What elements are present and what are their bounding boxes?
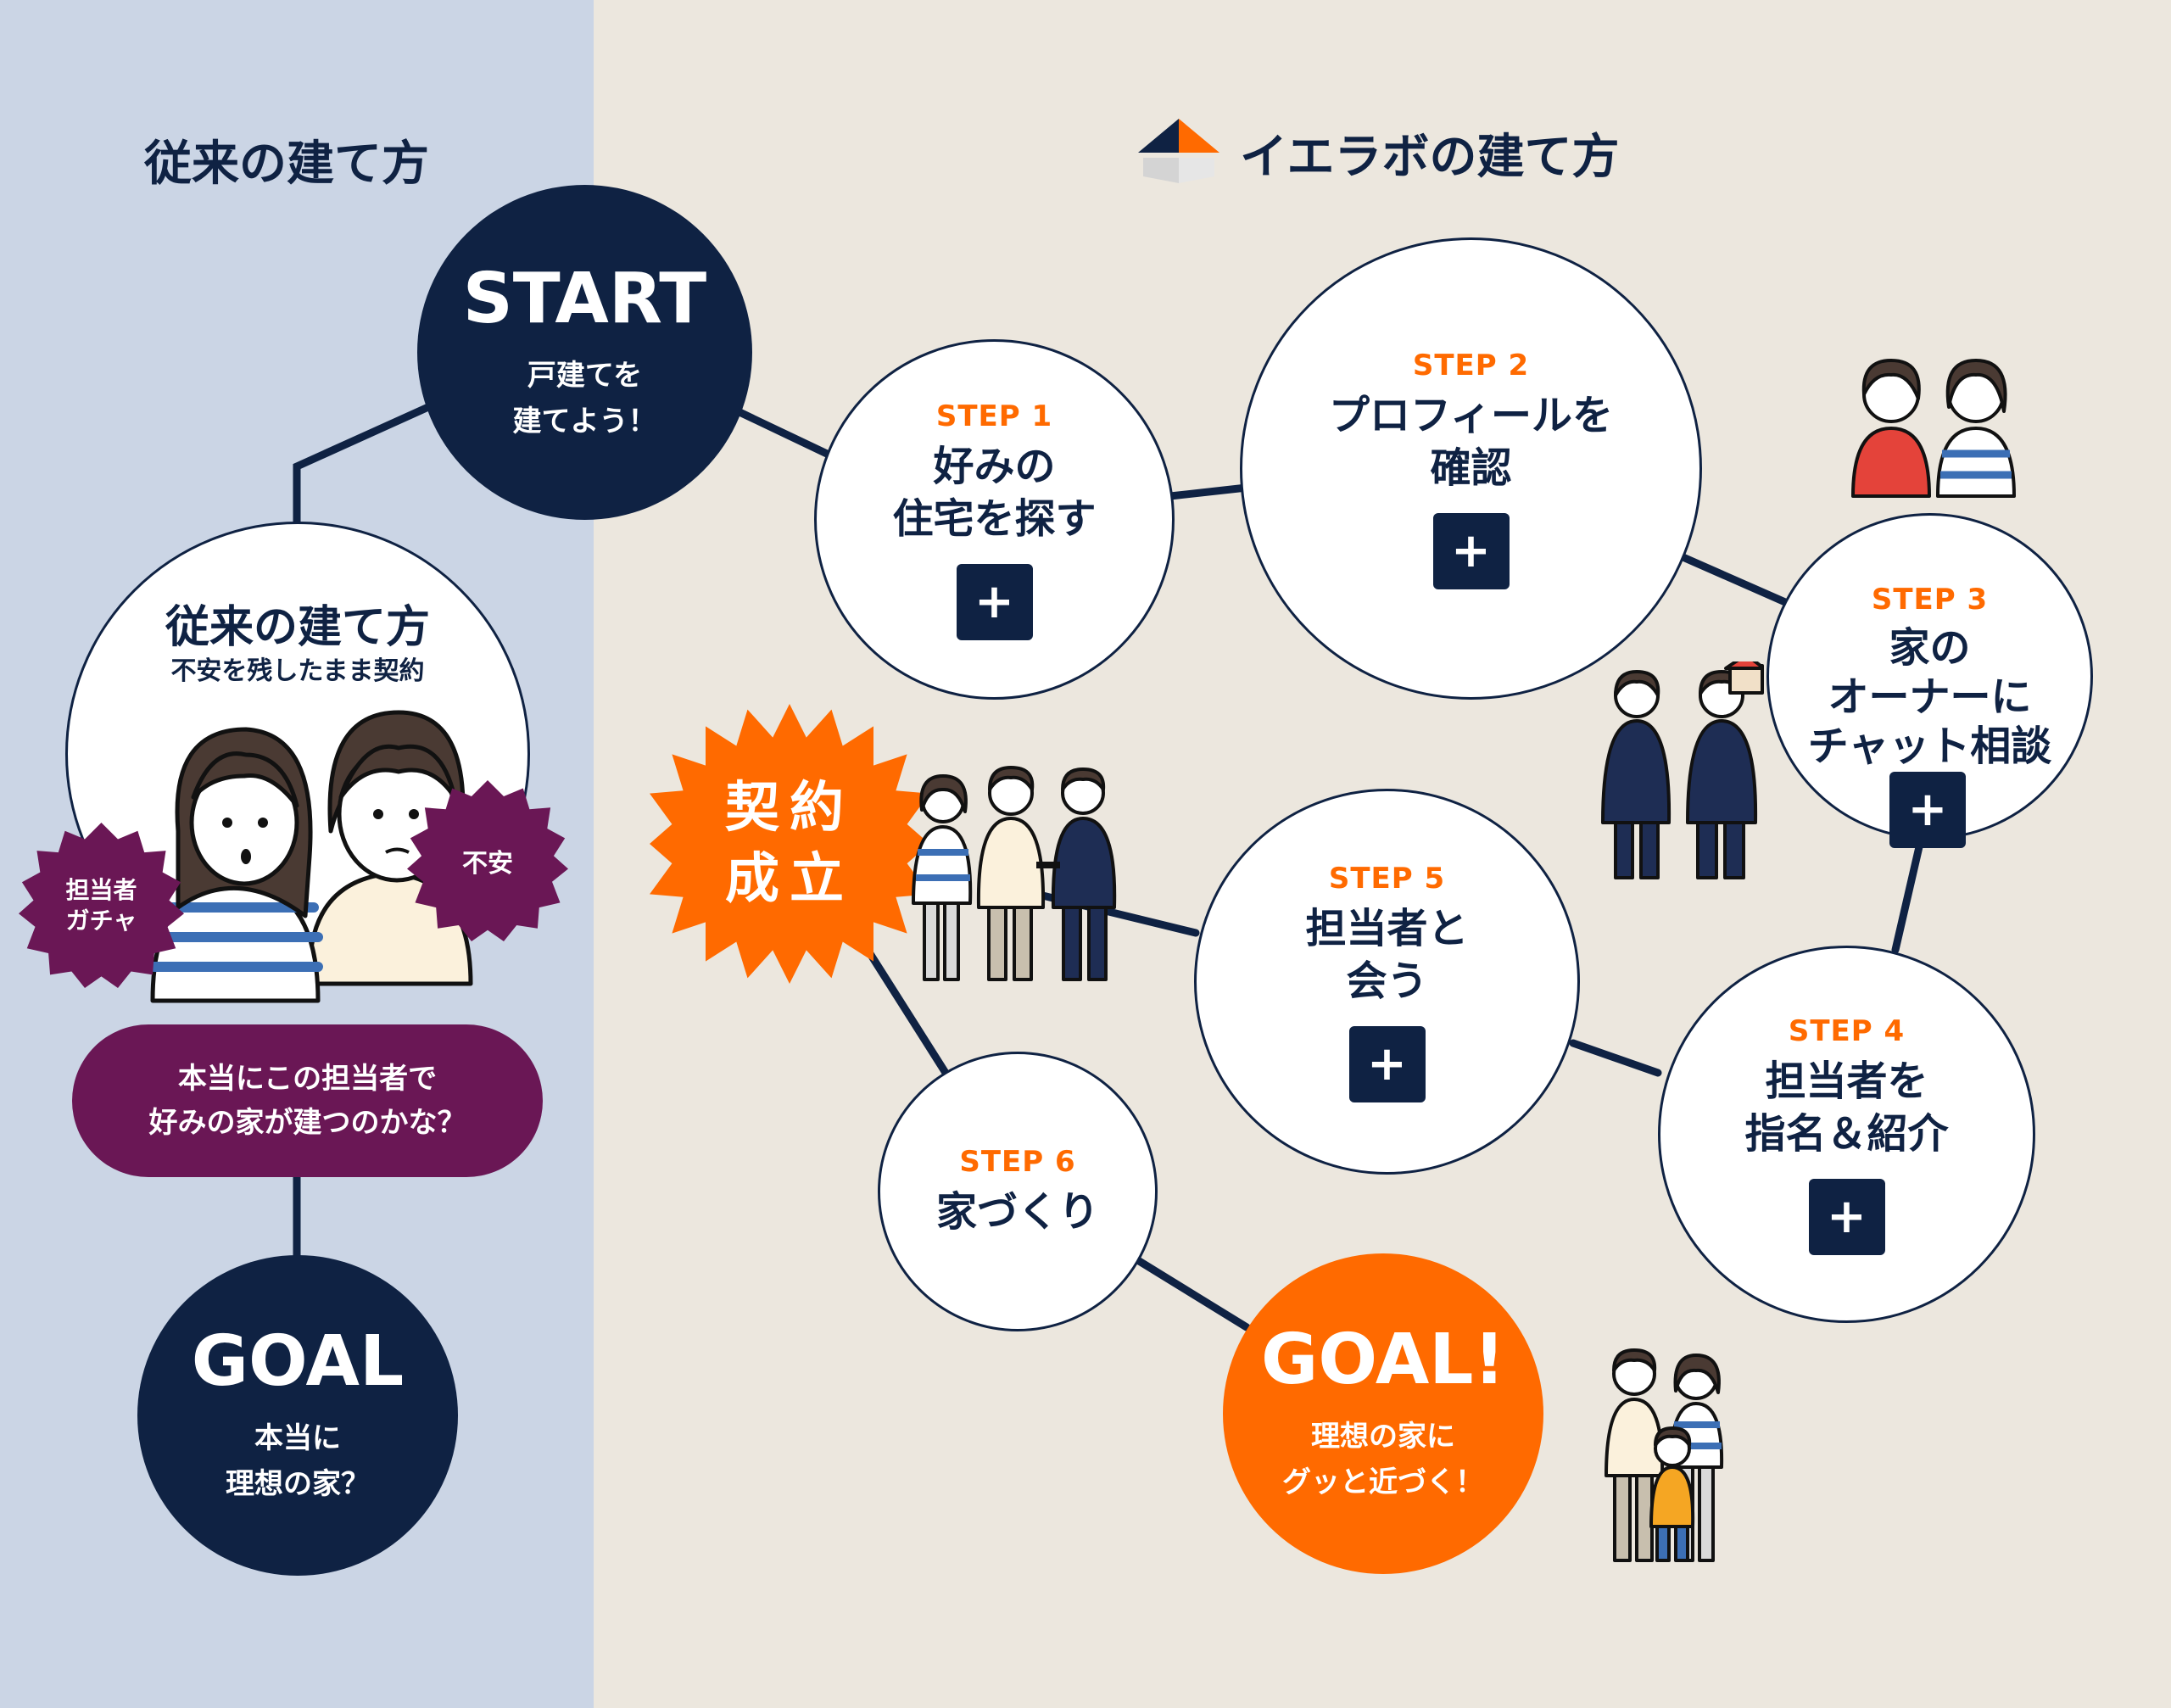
worry-line1: 本当にこの担当者で xyxy=(177,1062,438,1096)
start-line1: 戸建てを xyxy=(527,358,643,393)
worry-speech-cloud: 本当にこの担当者で 好みの家が建つのかな？ xyxy=(72,1024,543,1177)
step3-line2: オーナーに xyxy=(1828,673,2032,721)
house-logo-icon xyxy=(1138,119,1219,183)
contract-line1: 契約 xyxy=(725,777,854,840)
step2-label: STEP 2 xyxy=(1412,348,1530,382)
step4-label: STEP 4 xyxy=(1788,1013,1906,1048)
step5-expand-button[interactable]: + xyxy=(1348,1025,1426,1102)
step4-node: STEP 4 担当者を 指名＆紹介 + xyxy=(1658,946,2035,1323)
connector-contract-step6 xyxy=(861,941,950,1077)
step3-label: STEP 3 xyxy=(1871,582,1989,617)
step2-node: STEP 2 プロフィールを 確認 + xyxy=(1240,237,1702,700)
contract-line2: 成立 xyxy=(725,848,854,911)
right-goal-title: GOAL! xyxy=(1261,1320,1505,1400)
step3-line3: チャット相談 xyxy=(1807,722,2052,770)
connector-step2-step3 xyxy=(1675,551,1789,606)
start-title: START xyxy=(462,258,707,339)
connector-step3-step4 xyxy=(1891,835,1925,954)
left-connector-start xyxy=(293,403,433,547)
left-goal-title: GOAL xyxy=(191,1321,405,1402)
step4-line2: 指名＆紹介 xyxy=(1744,1109,1949,1158)
connector-step6-goal xyxy=(1132,1255,1251,1331)
badge-left-line2: ガチャ xyxy=(65,906,137,935)
step5-label: STEP 5 xyxy=(1328,861,1446,896)
ielabo-heading: イエラボの建て方 xyxy=(1240,130,1620,185)
step2-line2: 確認 xyxy=(1430,444,1512,492)
step1-expand-button[interactable]: + xyxy=(956,563,1033,640)
connector-start-step1 xyxy=(734,407,831,458)
step5-node: STEP 5 担当者と 会う + xyxy=(1194,789,1580,1175)
step4-expand-button[interactable]: + xyxy=(1808,1178,1885,1255)
left-goal-node: GOAL 本当に 理想の家？ xyxy=(137,1255,458,1576)
step6-label: STEP 6 xyxy=(959,1145,1076,1179)
right-goal-line1: 理想の家に xyxy=(1311,1420,1455,1454)
step2-line1: プロフィールを xyxy=(1328,391,1614,439)
step6-node: STEP 6 家づくり xyxy=(878,1052,1158,1331)
traditional-title: 従来の建て方 xyxy=(165,602,430,653)
step4-line1: 担当者を xyxy=(1765,1057,1928,1105)
left-goal-line2: 理想の家？ xyxy=(226,1467,370,1501)
step1-line2: 住宅を探す xyxy=(892,494,1097,543)
step5-line2: 会う xyxy=(1346,957,1428,1005)
step6-line1: 家づくり xyxy=(935,1188,1099,1236)
worry-line2: 好みの家が建つのかな？ xyxy=(148,1106,466,1140)
step5-line1: 担当者と xyxy=(1305,904,1469,952)
step1-line1: 好みの xyxy=(933,442,1056,490)
step2-expand-button[interactable]: + xyxy=(1432,512,1510,589)
traditional-subtitle: 不安を残したまま契約 xyxy=(170,656,425,686)
right-goal-line2: グッと近づく！ xyxy=(1282,1465,1484,1499)
sales-staff-with-house-model-illustration xyxy=(1601,661,1764,879)
worried-couple-illustration xyxy=(149,710,473,1003)
step1-label: STEP 1 xyxy=(935,399,1053,433)
badge-right-text: 不安 xyxy=(462,849,513,879)
connector-step1-step2 xyxy=(1166,483,1251,500)
badge-left-line1: 担当者 xyxy=(65,875,137,904)
two-women-with-phones-illustration xyxy=(1851,359,2016,498)
start-line2: 建てよう！ xyxy=(512,404,657,438)
handshake-illustration xyxy=(912,766,1117,981)
connector-step5-contract xyxy=(1018,886,1200,937)
family-illustration xyxy=(1605,1348,1724,1562)
traditional-heading: 従来の建て方 xyxy=(144,137,429,192)
step3-expand-button[interactable]: + xyxy=(1889,772,1966,848)
step1-node: STEP 1 好みの 住宅を探す + xyxy=(814,339,1175,700)
left-goal-line1: 本当に xyxy=(254,1421,341,1455)
right-goal-node: GOAL! 理想の家に グッと近づく！ xyxy=(1223,1253,1543,1574)
connector-step4-step5 xyxy=(1569,1039,1662,1077)
step3-line1: 家の xyxy=(1889,623,1971,672)
start-node: START 戸建てを 建てよう！ xyxy=(417,185,752,520)
